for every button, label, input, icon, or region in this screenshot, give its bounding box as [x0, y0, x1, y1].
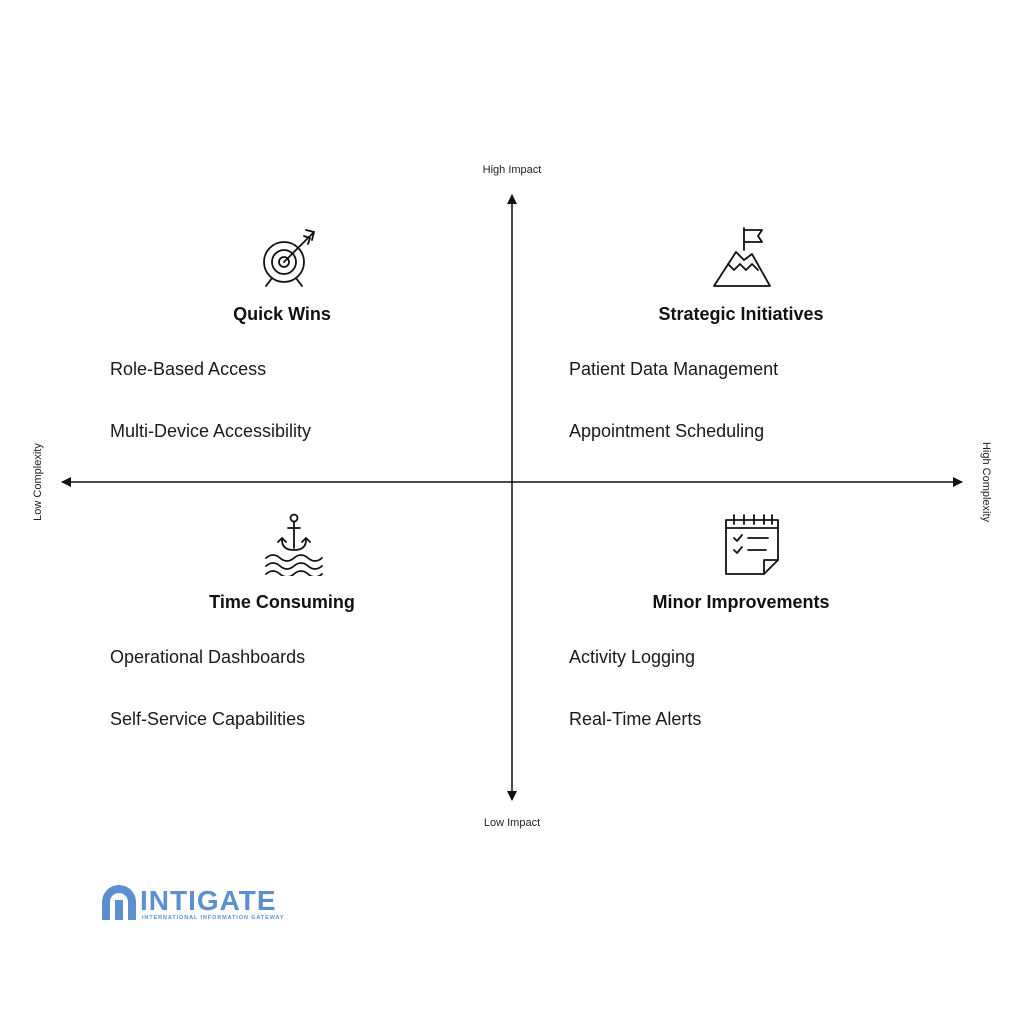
list-item: Multi-Device Accessibility [110, 421, 312, 441]
logo-tagline: INTERNATIONAL INFORMATION GATEWAY [142, 915, 285, 921]
list-item: Self-Service Capabilities [110, 709, 306, 729]
arrow-right [953, 477, 963, 487]
arrow-up [507, 194, 517, 204]
intigate-logo: INTIGATE INTERNATIONAL INFORMATION GATEW… [100, 884, 300, 924]
axis-label-high-impact: High Impact [482, 164, 542, 176]
arrow-down [507, 791, 517, 801]
quadrant-title: Time Consuming [209, 592, 355, 612]
calendar-checklist-icon [725, 514, 779, 575]
mountain-flag-icon [713, 227, 771, 287]
axis-label-low-complexity: Low Complexity [32, 443, 44, 521]
list-item: Role-Based Access [110, 359, 267, 379]
list-item: Appointment Scheduling [569, 421, 765, 441]
quadrant-title: Minor Improvements [652, 592, 830, 612]
logo-mark-icon [102, 885, 136, 920]
axis-label-high-complexity: High Complexity [980, 441, 992, 523]
target-arrow-icon [263, 229, 315, 287]
arrow-left [61, 477, 71, 487]
logo-wordmark: INTIGATE [140, 885, 277, 916]
quadrant-title: Quick Wins [233, 304, 331, 324]
axis-label-low-impact: Low Impact [483, 817, 541, 829]
list-item: Activity Logging [569, 647, 696, 667]
anchor-waves-icon [265, 513, 323, 576]
list-item: Real-Time Alerts [569, 709, 702, 729]
quadrant-title: Strategic Initiatives [658, 304, 824, 324]
list-item: Operational Dashboards [110, 647, 306, 667]
list-item: Patient Data Management [569, 359, 779, 379]
